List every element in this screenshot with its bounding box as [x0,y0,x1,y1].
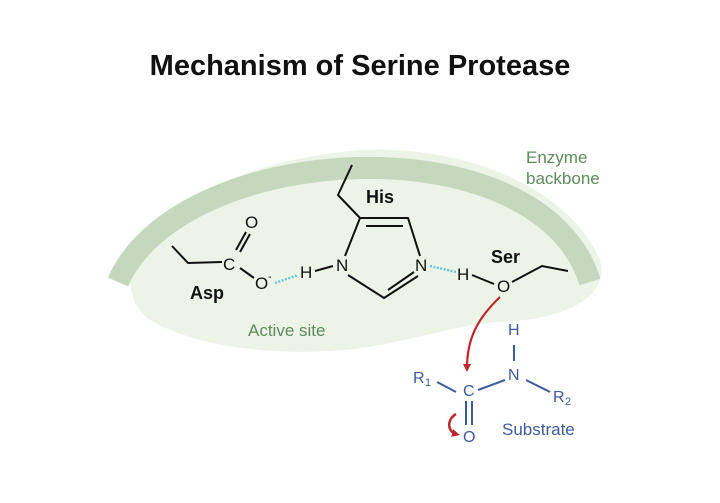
substrate-carbon: C [463,383,475,400]
hbond-his-ser [429,264,457,274]
substrate-label: Substrate [502,420,575,439]
ser-side-chain [511,264,569,283]
asp-label: Asp [190,283,224,303]
substrate-nitrogen: N [508,367,520,384]
asp-residue [171,231,255,279]
enzyme-backbone-arc [107,156,601,287]
substrate-r2-subscript: 2 [565,396,571,408]
substrate-r1: R [413,370,425,387]
his-label: His [366,187,394,207]
his-nitrogen-right: N [415,256,427,275]
imidazole-ring [336,164,421,300]
substrate-r2: R [553,389,565,406]
ser-label: Ser [491,247,520,267]
ser-ho-bond [471,274,495,285]
ser-hydrogen: H [457,265,469,284]
substrate-oxygen: O [463,429,475,446]
his-nitrogen-left: N [336,256,348,275]
enzyme-backbone-label-2: backbone [526,169,600,188]
asp-oxygen: O [255,274,268,293]
his-hydrogen: H [300,263,312,282]
asp-carbonyl-oxygen: O [245,213,258,232]
hbond-asp-his [274,273,299,285]
ser-oxygen: O [497,277,510,296]
nucleophilic-attack-arrow [463,296,501,372]
enzyme-backbone-label: Enzyme [526,148,587,167]
active-site-region [129,149,602,352]
substrate-hydrogen: H [508,322,520,339]
active-site-label: Active site [248,321,325,340]
substrate-bonds [436,345,551,425]
his-nh-bond [314,265,334,272]
asp-negative-charge: - [268,271,272,283]
asp-carbon: C [223,255,235,274]
substrate-r1-subscript: 1 [425,377,431,389]
diagram-title: Mechanism of Serine Protease [149,50,571,82]
electron-push-arrow [448,412,460,437]
